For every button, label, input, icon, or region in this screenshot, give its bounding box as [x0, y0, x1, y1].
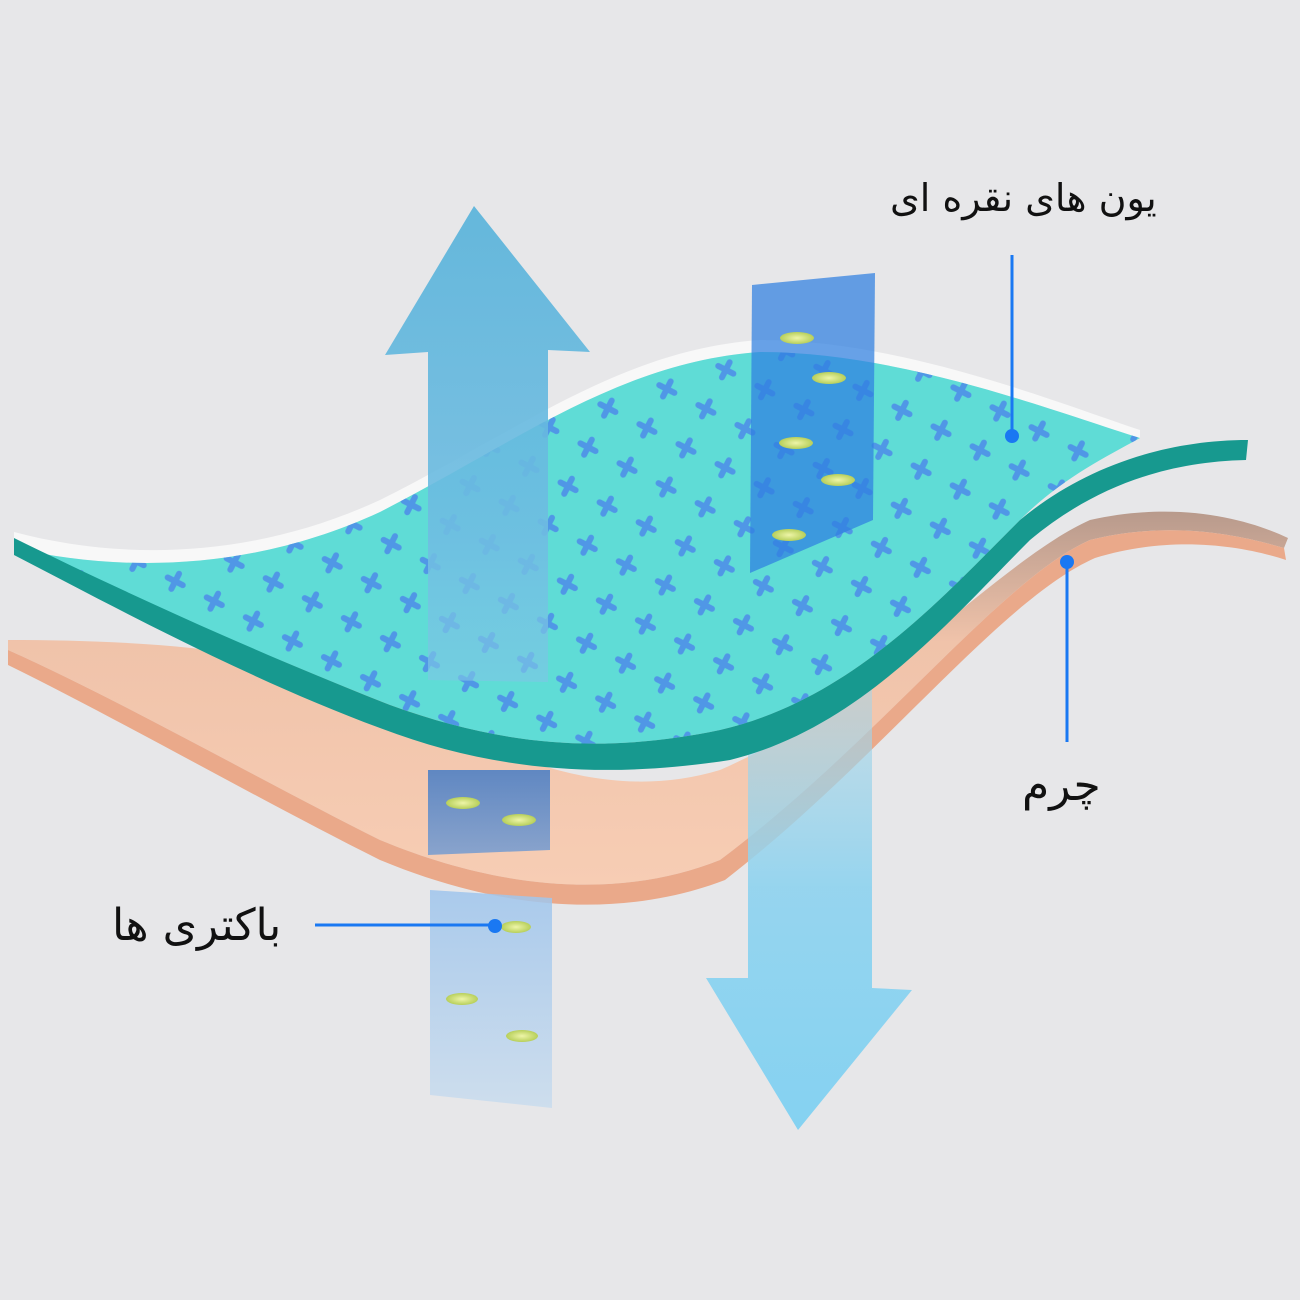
bacterium-icon	[502, 814, 536, 826]
bacteria-panel-upper	[750, 273, 875, 573]
bacterium-icon	[821, 474, 855, 486]
up-arrow-icon	[385, 206, 590, 682]
bacterium-icon	[812, 372, 846, 384]
leader-bacteria	[315, 919, 502, 933]
bacteria-column-lower	[430, 890, 552, 1108]
bacterium-icon	[501, 921, 531, 933]
bacterium-icon	[780, 332, 814, 344]
bacterium-icon	[779, 437, 813, 449]
leather-layer	[8, 511, 1288, 905]
down-arrow-icon	[706, 690, 912, 1130]
label-bacteria: باکتری ها	[112, 900, 282, 951]
leader-leather	[1060, 555, 1074, 742]
leader-silver-ions	[1005, 255, 1019, 443]
bacteria-icons	[446, 332, 855, 1042]
bacterium-icon	[772, 529, 806, 541]
bacterium-icon	[446, 993, 478, 1005]
bacterium-icon	[446, 797, 480, 809]
bacteria-panel-in-leather	[428, 770, 550, 855]
label-leather: چرم	[1022, 760, 1101, 811]
bacterium-icon	[506, 1030, 538, 1042]
label-silver-ions: یون های نقره ای	[890, 176, 1157, 220]
